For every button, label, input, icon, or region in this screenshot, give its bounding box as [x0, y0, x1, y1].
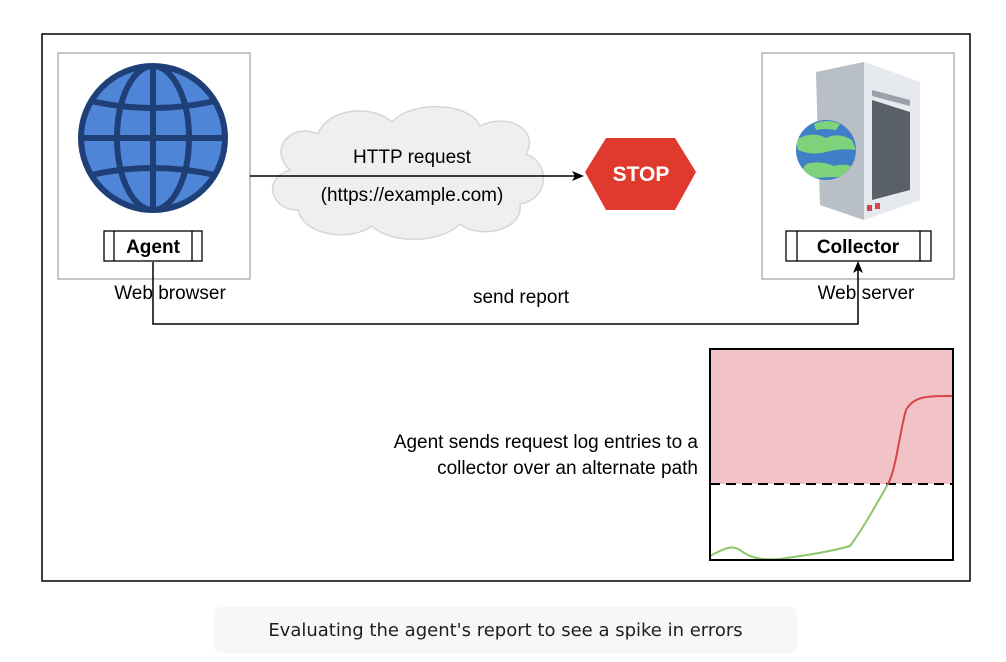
stop-sign-text: STOP: [613, 163, 670, 186]
web-browser-label: Web browser: [114, 283, 226, 304]
chart-normal-trend-line: [709, 483, 889, 561]
send-report-arrow: [152, 261, 863, 325]
web-server-node: Collector Web server: [761, 52, 955, 304]
internet-cloud: [271, 105, 544, 240]
description-line-2: collector over an alternate path: [437, 458, 698, 479]
earth-icon: [796, 120, 856, 180]
caption-text: Evaluating the agent's report to see a s…: [268, 619, 743, 641]
chart-danger-zone: [710, 349, 953, 484]
agent-label: Agent: [126, 237, 181, 258]
http-request-url: (https://example.com): [321, 185, 504, 206]
globe-icon: [78, 63, 228, 213]
web-browser-node: Agent Web browser: [57, 52, 251, 304]
chart-border: [709, 348, 954, 561]
stop-sign-icon: STOP: [585, 138, 696, 210]
error-spike-chart: [709, 348, 954, 561]
web-server-label: Web server: [818, 283, 915, 304]
description-line-1: Agent sends request log entries to a: [394, 432, 699, 453]
send-report-label: send report: [473, 287, 570, 308]
chart-error-spike-line: [887, 395, 954, 485]
diagram: Agent Web browser HTTP request (https://…: [41, 33, 971, 582]
http-request-label: HTTP request: [353, 147, 472, 168]
caption-box: Evaluating the agent's report to see a s…: [214, 607, 797, 653]
agent-component: Agent: [103, 230, 203, 262]
collector-component: Collector: [785, 230, 932, 262]
collector-label: Collector: [817, 237, 900, 258]
